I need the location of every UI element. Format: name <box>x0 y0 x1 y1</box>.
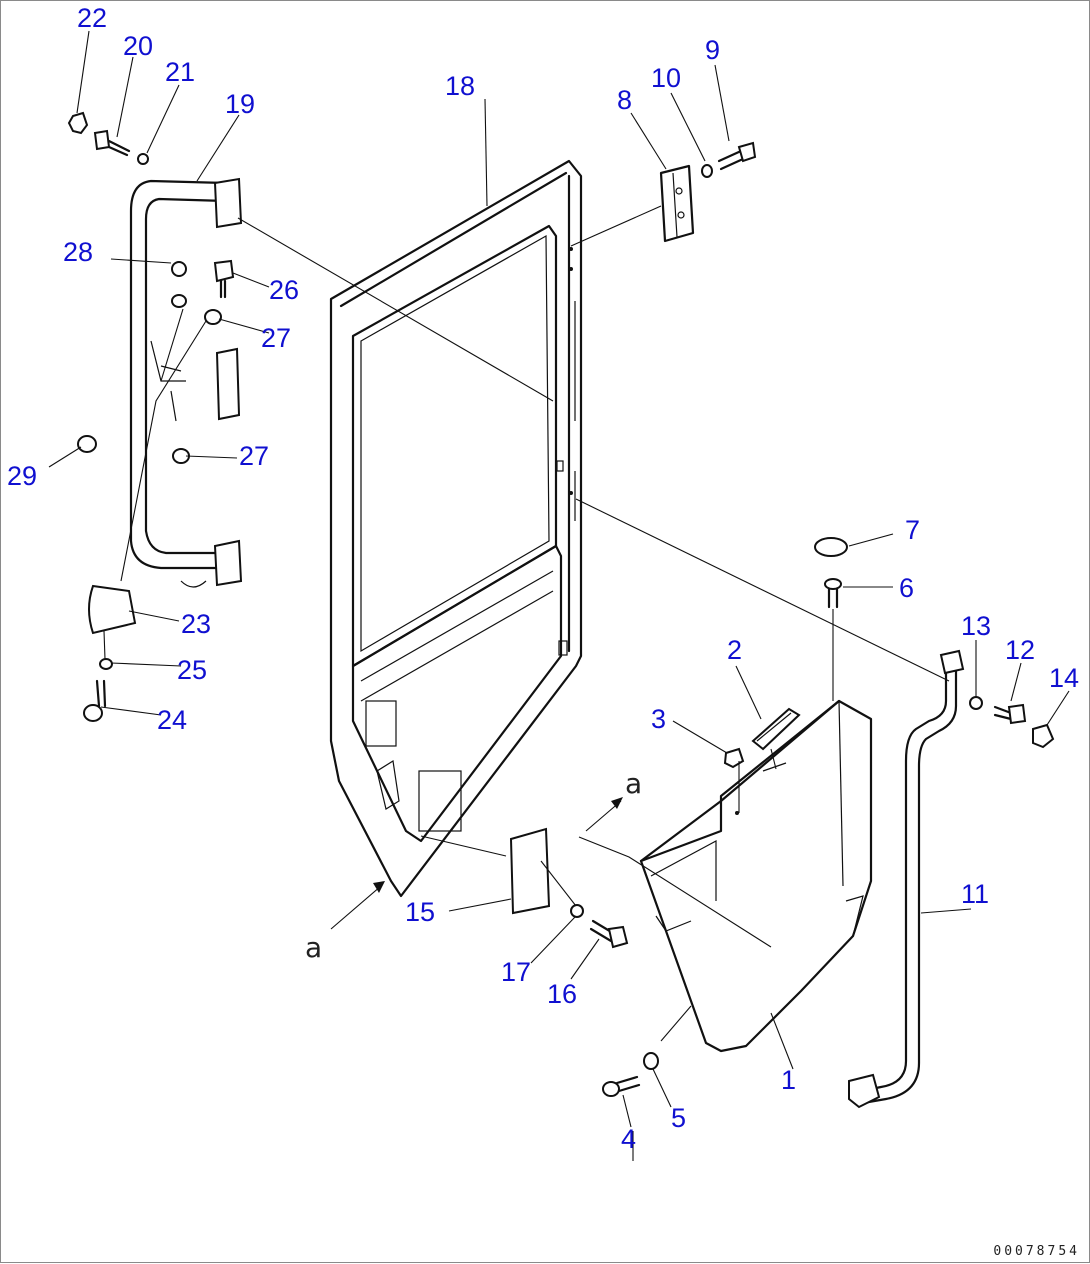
hinge-plate <box>659 164 695 243</box>
callout-15: 15 <box>405 897 435 927</box>
callout-29: 29 <box>7 461 37 491</box>
callout-28: 28 <box>63 237 93 267</box>
callout-16: 16 <box>547 979 577 1009</box>
fastener-group-upper <box>67 111 235 464</box>
panel-washer <box>643 1052 659 1070</box>
lower-door-panel <box>639 699 873 1053</box>
callout-21: 21 <box>165 57 195 87</box>
rod-washer <box>969 696 983 710</box>
callout-25: 25 <box>177 655 207 685</box>
callout-12: 12 <box>1005 635 1035 665</box>
plate-washer <box>570 904 584 918</box>
callout-27-lower: 27 <box>239 441 269 471</box>
callout-13: 13 <box>961 611 991 641</box>
callout-5: 5 <box>671 1103 686 1133</box>
hinge-washer <box>701 164 713 178</box>
callout-17: 17 <box>501 957 531 987</box>
latch-bolt <box>83 679 107 722</box>
callout-6: 6 <box>899 573 914 603</box>
callout-22: 22 <box>77 3 107 33</box>
callout-20: 20 <box>123 31 153 61</box>
panel-screw <box>824 578 842 609</box>
panel-nut <box>723 747 745 769</box>
rod-nut <box>1032 723 1055 749</box>
callout-14: 14 <box>1049 663 1079 693</box>
panel-bolt <box>602 1075 641 1097</box>
hinge-bolt <box>717 141 757 171</box>
callout-9: 9 <box>705 35 720 65</box>
door-frame <box>329 159 583 898</box>
callout-leaders <box>48 30 1070 1128</box>
callout-8: 8 <box>617 85 632 115</box>
callout-1: 1 <box>781 1065 796 1095</box>
plate-bolt <box>589 919 629 949</box>
callout-7: 7 <box>905 515 920 545</box>
callout-18: 18 <box>445 71 475 101</box>
view-label-a-left: a <box>305 931 322 964</box>
assembly-lines <box>103 205 950 1161</box>
callout-26: 26 <box>269 275 299 305</box>
callout-11: 11 <box>961 879 989 909</box>
door-stay-rod <box>848 649 965 1109</box>
callout-labels: 1 2 3 4 5 6 7 8 9 10 11 12 13 14 15 16 1… <box>7 3 1079 1154</box>
view-arrows <box>330 797 623 930</box>
callout-19: 19 <box>225 89 255 119</box>
callout-27-upper: 27 <box>261 323 291 353</box>
callout-24: 24 <box>157 705 187 735</box>
callout-3: 3 <box>651 704 666 734</box>
callout-4: 4 <box>621 1124 636 1154</box>
callout-10: 10 <box>651 63 681 93</box>
panel-cap <box>814 537 848 557</box>
handrail <box>129 177 243 588</box>
lower-cover-plate <box>509 827 551 915</box>
callout-23: 23 <box>181 609 211 639</box>
rod-bolt <box>993 703 1027 725</box>
callout-2: 2 <box>727 635 742 665</box>
latch-cover <box>88 584 137 635</box>
drawing-number: 00078754 <box>993 1244 1080 1259</box>
handle-grip <box>751 707 801 751</box>
latch-washer <box>99 658 113 670</box>
view-label-a-right: a <box>625 767 642 800</box>
